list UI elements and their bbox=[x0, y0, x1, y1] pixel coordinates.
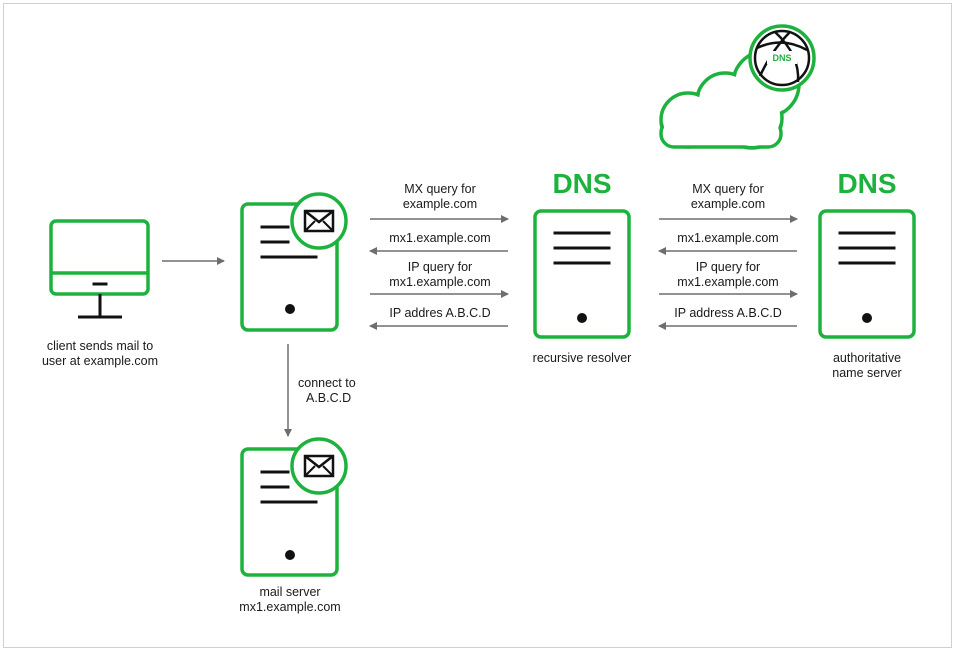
authoritative-dns-title: DNS bbox=[837, 168, 896, 199]
right-mx-query-2: example.com bbox=[691, 197, 765, 211]
connect-label-2: A.B.C.D bbox=[306, 391, 351, 405]
left-mx-reply: mx1.example.com bbox=[389, 231, 490, 245]
left-mx-query-1: MX query for bbox=[404, 182, 476, 196]
recursive-label: recursive resolver bbox=[533, 351, 632, 365]
recursive-dns-title: DNS bbox=[552, 168, 611, 199]
right-ip-query-2: mx1.example.com bbox=[677, 275, 778, 289]
mail-server-label-1: mail server bbox=[259, 585, 320, 599]
left-ip-query-1: IP query for bbox=[408, 260, 472, 274]
right-mx-reply: mx1.example.com bbox=[677, 231, 778, 245]
right-ip-query-1: IP query for bbox=[696, 260, 760, 274]
globe-dns-text: DNS bbox=[772, 53, 791, 63]
right-mx-query-1: MX query for bbox=[692, 182, 764, 196]
client-label-1: client sends mail to bbox=[47, 339, 153, 353]
left-ip-query-2: mx1.example.com bbox=[389, 275, 490, 289]
authoritative-label-2: name server bbox=[832, 366, 901, 380]
monitor-icon bbox=[49, 219, 150, 319]
authoritative-label-1: authoritative bbox=[833, 351, 901, 365]
mail-server-label-2: mx1.example.com bbox=[239, 600, 340, 614]
right-ip-reply: IP address A.B.C.D bbox=[674, 306, 781, 320]
envelope-icon bbox=[290, 437, 348, 495]
globe-icon: DNS bbox=[748, 24, 816, 92]
client-label-2: user at example.com bbox=[42, 354, 158, 368]
authoritative-server-icon bbox=[818, 209, 916, 339]
recursive-server-icon bbox=[533, 209, 631, 339]
diagram-frame bbox=[3, 3, 952, 648]
connect-label-1: connect to bbox=[298, 376, 356, 390]
envelope-icon bbox=[290, 192, 348, 250]
left-mx-query-2: example.com bbox=[403, 197, 477, 211]
left-ip-reply: IP addres A.B.C.D bbox=[389, 306, 490, 320]
